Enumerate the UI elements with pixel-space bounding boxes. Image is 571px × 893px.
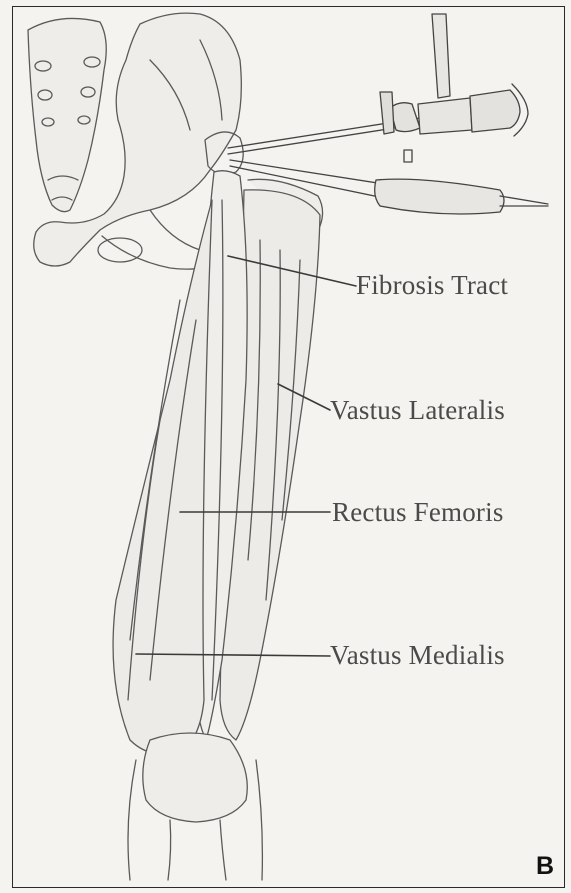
label-vastus-lateralis: Vastus Lateralis bbox=[330, 395, 505, 426]
label-vastus-medialis: Vastus Medialis bbox=[330, 640, 505, 671]
sacrum bbox=[28, 18, 106, 211]
label-rectus-femoris: Rectus Femoris bbox=[332, 497, 504, 528]
label-fibrosis-tract: Fibrosis Tract bbox=[356, 270, 508, 301]
knee bbox=[128, 733, 262, 880]
vastus-medialis-muscle bbox=[113, 200, 212, 754]
panel-letter: B bbox=[536, 852, 554, 881]
